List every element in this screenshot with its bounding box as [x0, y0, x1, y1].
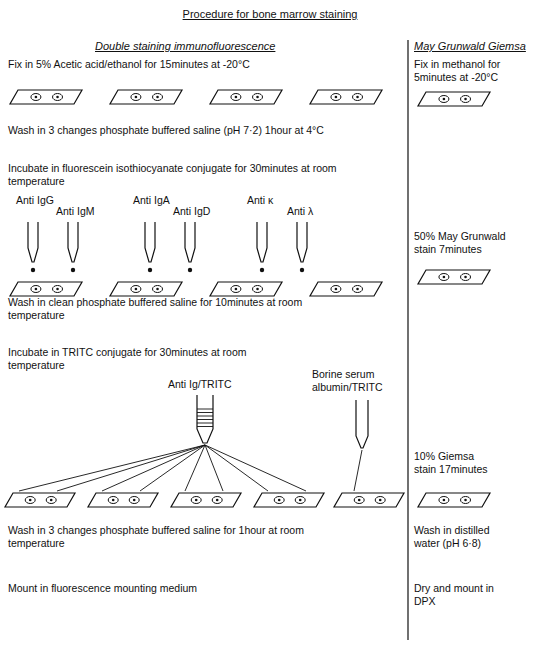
- slide: [110, 90, 182, 104]
- step-text: Wash in clean phosphate buffered saline …: [8, 296, 308, 321]
- step-text: Anti IgD: [173, 205, 210, 218]
- slide: [254, 493, 324, 507]
- slide: [310, 90, 382, 104]
- dispense-line: [354, 450, 362, 491]
- column-divider: [407, 40, 408, 640]
- slide: [334, 493, 404, 507]
- step-text: Wash in 3 changes phosphate buffered sal…: [8, 124, 403, 137]
- dropper: [297, 222, 307, 272]
- step-text: Wash in 3 changes phosphate buffered sal…: [8, 524, 338, 549]
- step-text: Anti λ: [287, 205, 313, 218]
- dropper: [257, 222, 267, 272]
- step-text: Wash in distilled water (pH 6·8): [414, 524, 512, 549]
- tritc-dropper: [197, 395, 213, 443]
- dropper: [68, 222, 78, 272]
- step-text: Anti Ig/TRITC: [168, 378, 232, 391]
- dispense-line: [57, 445, 205, 491]
- step-text: Fix in methanol for 5minutes at -20°C: [414, 58, 536, 83]
- dropper: [145, 222, 155, 272]
- step-text: Mount in fluorescence mounting medium: [8, 582, 308, 595]
- dispense-line: [205, 445, 268, 491]
- slide: [418, 270, 490, 284]
- step-text: Dry and mount in DPX: [414, 582, 502, 607]
- step-text: 50% May Grunwald stain 7minutes: [414, 230, 514, 255]
- slide: [171, 493, 241, 507]
- slide: [5, 493, 75, 507]
- dispense-line: [205, 445, 306, 491]
- slide: [310, 282, 382, 296]
- step-text: 10% Giemsa stain 17minutes: [414, 450, 499, 475]
- dispense-line: [102, 445, 205, 491]
- title-row: Procedure for bone marrow staining: [0, 8, 540, 20]
- slide: [418, 92, 490, 106]
- step-text: Incubate in fluorescein isothiocyanate c…: [8, 162, 393, 187]
- step-text: Borine serum albumin/TRITC: [312, 368, 404, 393]
- slide: [110, 282, 182, 296]
- slide: [88, 493, 158, 507]
- step-text: Incubate in TRITC conjugate for 30minute…: [8, 346, 248, 371]
- slide: [210, 90, 282, 104]
- dropper: [28, 222, 38, 272]
- step-text: Anti IgG: [16, 194, 54, 207]
- dispense-line: [140, 445, 205, 491]
- column-heading: Double staining immunofluorescence: [95, 40, 275, 53]
- step-text: Fix in 5% Acetic acid/ethanol for 15minu…: [8, 58, 398, 71]
- dispense-line: [185, 445, 205, 491]
- bsa-dropper: [356, 400, 368, 448]
- title: Procedure for bone marrow staining: [183, 8, 358, 20]
- slide: [10, 90, 82, 104]
- step-text: Anti κ: [247, 194, 273, 207]
- step-text: Anti IgA: [133, 194, 170, 207]
- slide: [10, 282, 82, 296]
- slide: [418, 493, 490, 507]
- slide: [210, 282, 282, 296]
- dropper: [185, 222, 195, 272]
- column-heading: May Grunwald Giemsa: [414, 40, 526, 53]
- step-text: Anti IgM: [56, 205, 95, 218]
- dispense-line: [19, 445, 205, 491]
